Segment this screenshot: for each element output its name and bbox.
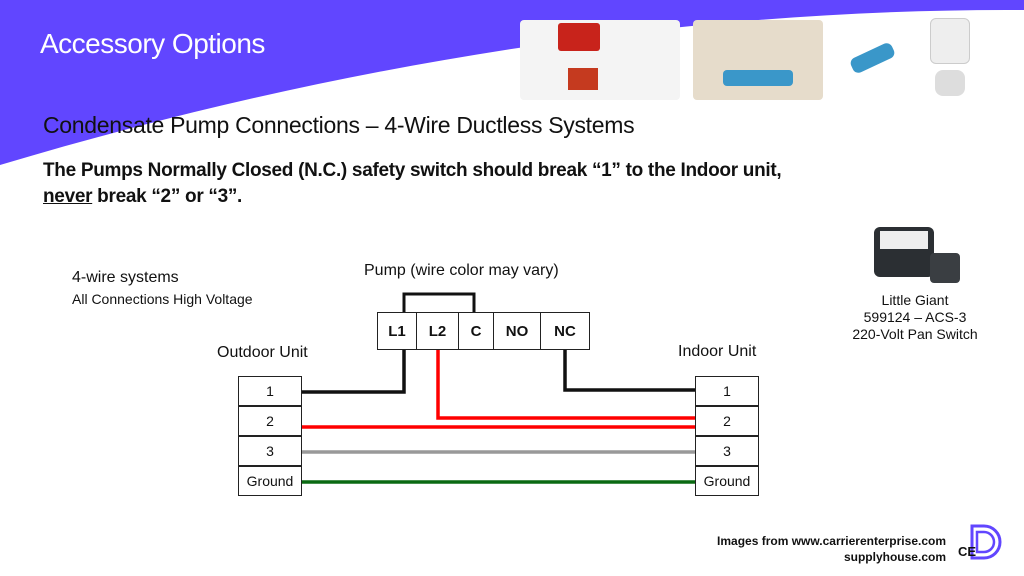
pump-terminal-c: C (458, 312, 494, 350)
pump-label: Pump (wire color may vary) (364, 262, 559, 279)
outdoor-terminal-1: 1 (238, 376, 302, 406)
svg-text:CE: CE (958, 544, 976, 559)
product-name: 220-Volt Pan Switch (852, 326, 978, 342)
image-credits: Images from www.carrierenterprise.com su… (717, 533, 946, 565)
pump-photo-tray (693, 20, 823, 100)
pump-terminal-nc: NC (540, 312, 590, 350)
indoor-terminal-ground: Ground (695, 466, 759, 496)
wire-l2-red (436, 350, 695, 420)
voltage-note: All Connections High Voltage (72, 291, 253, 307)
product-brand: Little Giant (881, 292, 949, 308)
section-subtitle: Condensate Pump Connections – 4-Wire Duc… (43, 112, 635, 138)
description-emphasis: never (43, 186, 93, 207)
outdoor-label: Outdoor Unit (217, 344, 308, 361)
product-model: 599124 – ACS-3 (863, 309, 967, 325)
indoor-terminal-3: 3 (695, 436, 759, 466)
jumper-wire (402, 292, 476, 312)
outdoor-terminal-ground: Ground (238, 466, 302, 496)
credits-line2: supplyhouse.com (843, 550, 946, 564)
description-line1: The Pumps Normally Closed (N.C.) safety … (43, 160, 782, 181)
outdoor-terminal-3: 3 (238, 436, 302, 466)
description: The Pumps Normally Closed (N.C.) safety … (43, 158, 782, 210)
indoor-terminal-2: 2 (695, 406, 759, 436)
indoor-label: Indoor Unit (678, 343, 757, 360)
wire-l1-black (302, 350, 406, 394)
wire-nc-black (563, 350, 695, 392)
indoor-terminal-1: 1 (695, 376, 759, 406)
pump-terminal-l2: L2 (416, 312, 459, 350)
credits-line1: Images from www.carrierenterprise.com (717, 534, 946, 548)
product-caption: Little Giant 599124 – ACS-3 220-Volt Pan… (835, 292, 995, 343)
ce-logo: CE (958, 524, 1002, 560)
pan-switch-photo (868, 225, 968, 285)
page-title: Accessory Options (40, 28, 265, 59)
pump-photo-white (925, 18, 1015, 103)
description-line2: break “2” or “3”. (92, 186, 243, 207)
pump-photo-red (520, 20, 680, 100)
pump-terminal-no: NO (493, 312, 541, 350)
system-note: 4-wire systems (72, 269, 179, 286)
pump-terminal-l1: L1 (377, 312, 417, 350)
outdoor-terminal-2: 2 (238, 406, 302, 436)
